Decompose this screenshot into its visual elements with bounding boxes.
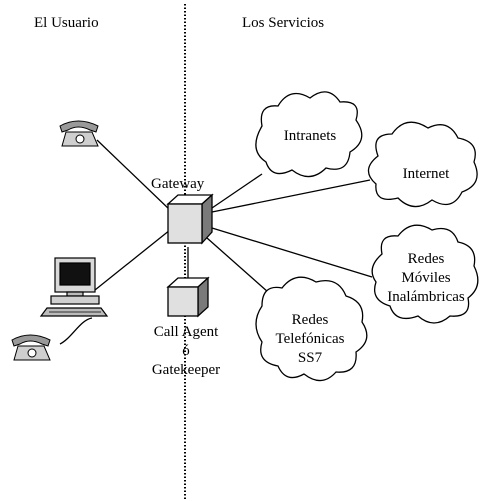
link-gateway-telephony xyxy=(206,237,278,301)
gateway-box-icon xyxy=(166,193,214,245)
telephony-label-line2: Telefónicas xyxy=(276,331,345,347)
link-gateway-internet xyxy=(211,179,371,213)
telephone-icon xyxy=(11,334,51,361)
link-phone2-pc xyxy=(59,317,93,345)
call-agent-label-line2: ó xyxy=(182,343,190,359)
mobile-label-line1: Redes xyxy=(408,251,445,267)
mobile-cloud xyxy=(371,224,479,324)
call-agent-label-line1: Call Agent xyxy=(154,324,219,340)
call-agent-box-icon xyxy=(166,276,210,318)
intranets-label: Intranets xyxy=(284,128,337,144)
call-agent-label-line3: Gatekeeper xyxy=(152,362,220,378)
user-header: El Usuario xyxy=(34,15,99,31)
telephony-label-line1: Redes xyxy=(292,312,329,328)
link-gateway-intranets xyxy=(211,173,263,209)
link-phone-gateway xyxy=(96,139,171,211)
link-pc-gateway xyxy=(94,229,171,291)
computer-icon xyxy=(39,257,109,317)
services-header: Los Servicios xyxy=(242,15,324,31)
telephony-cloud xyxy=(255,276,368,382)
gateway-label: Gateway xyxy=(151,176,205,192)
internet-cloud xyxy=(367,121,478,208)
mobile-label-line3: Inalámbricas xyxy=(387,289,465,305)
internet-label: Internet xyxy=(403,166,450,182)
connections xyxy=(59,139,373,345)
link-gateway-mobile xyxy=(211,227,373,278)
telephone-icon xyxy=(59,120,99,147)
intranets-cloud xyxy=(255,91,363,178)
telephony-label-line3: SS7 xyxy=(298,350,323,366)
mobile-label-line2: Móviles xyxy=(401,270,450,286)
